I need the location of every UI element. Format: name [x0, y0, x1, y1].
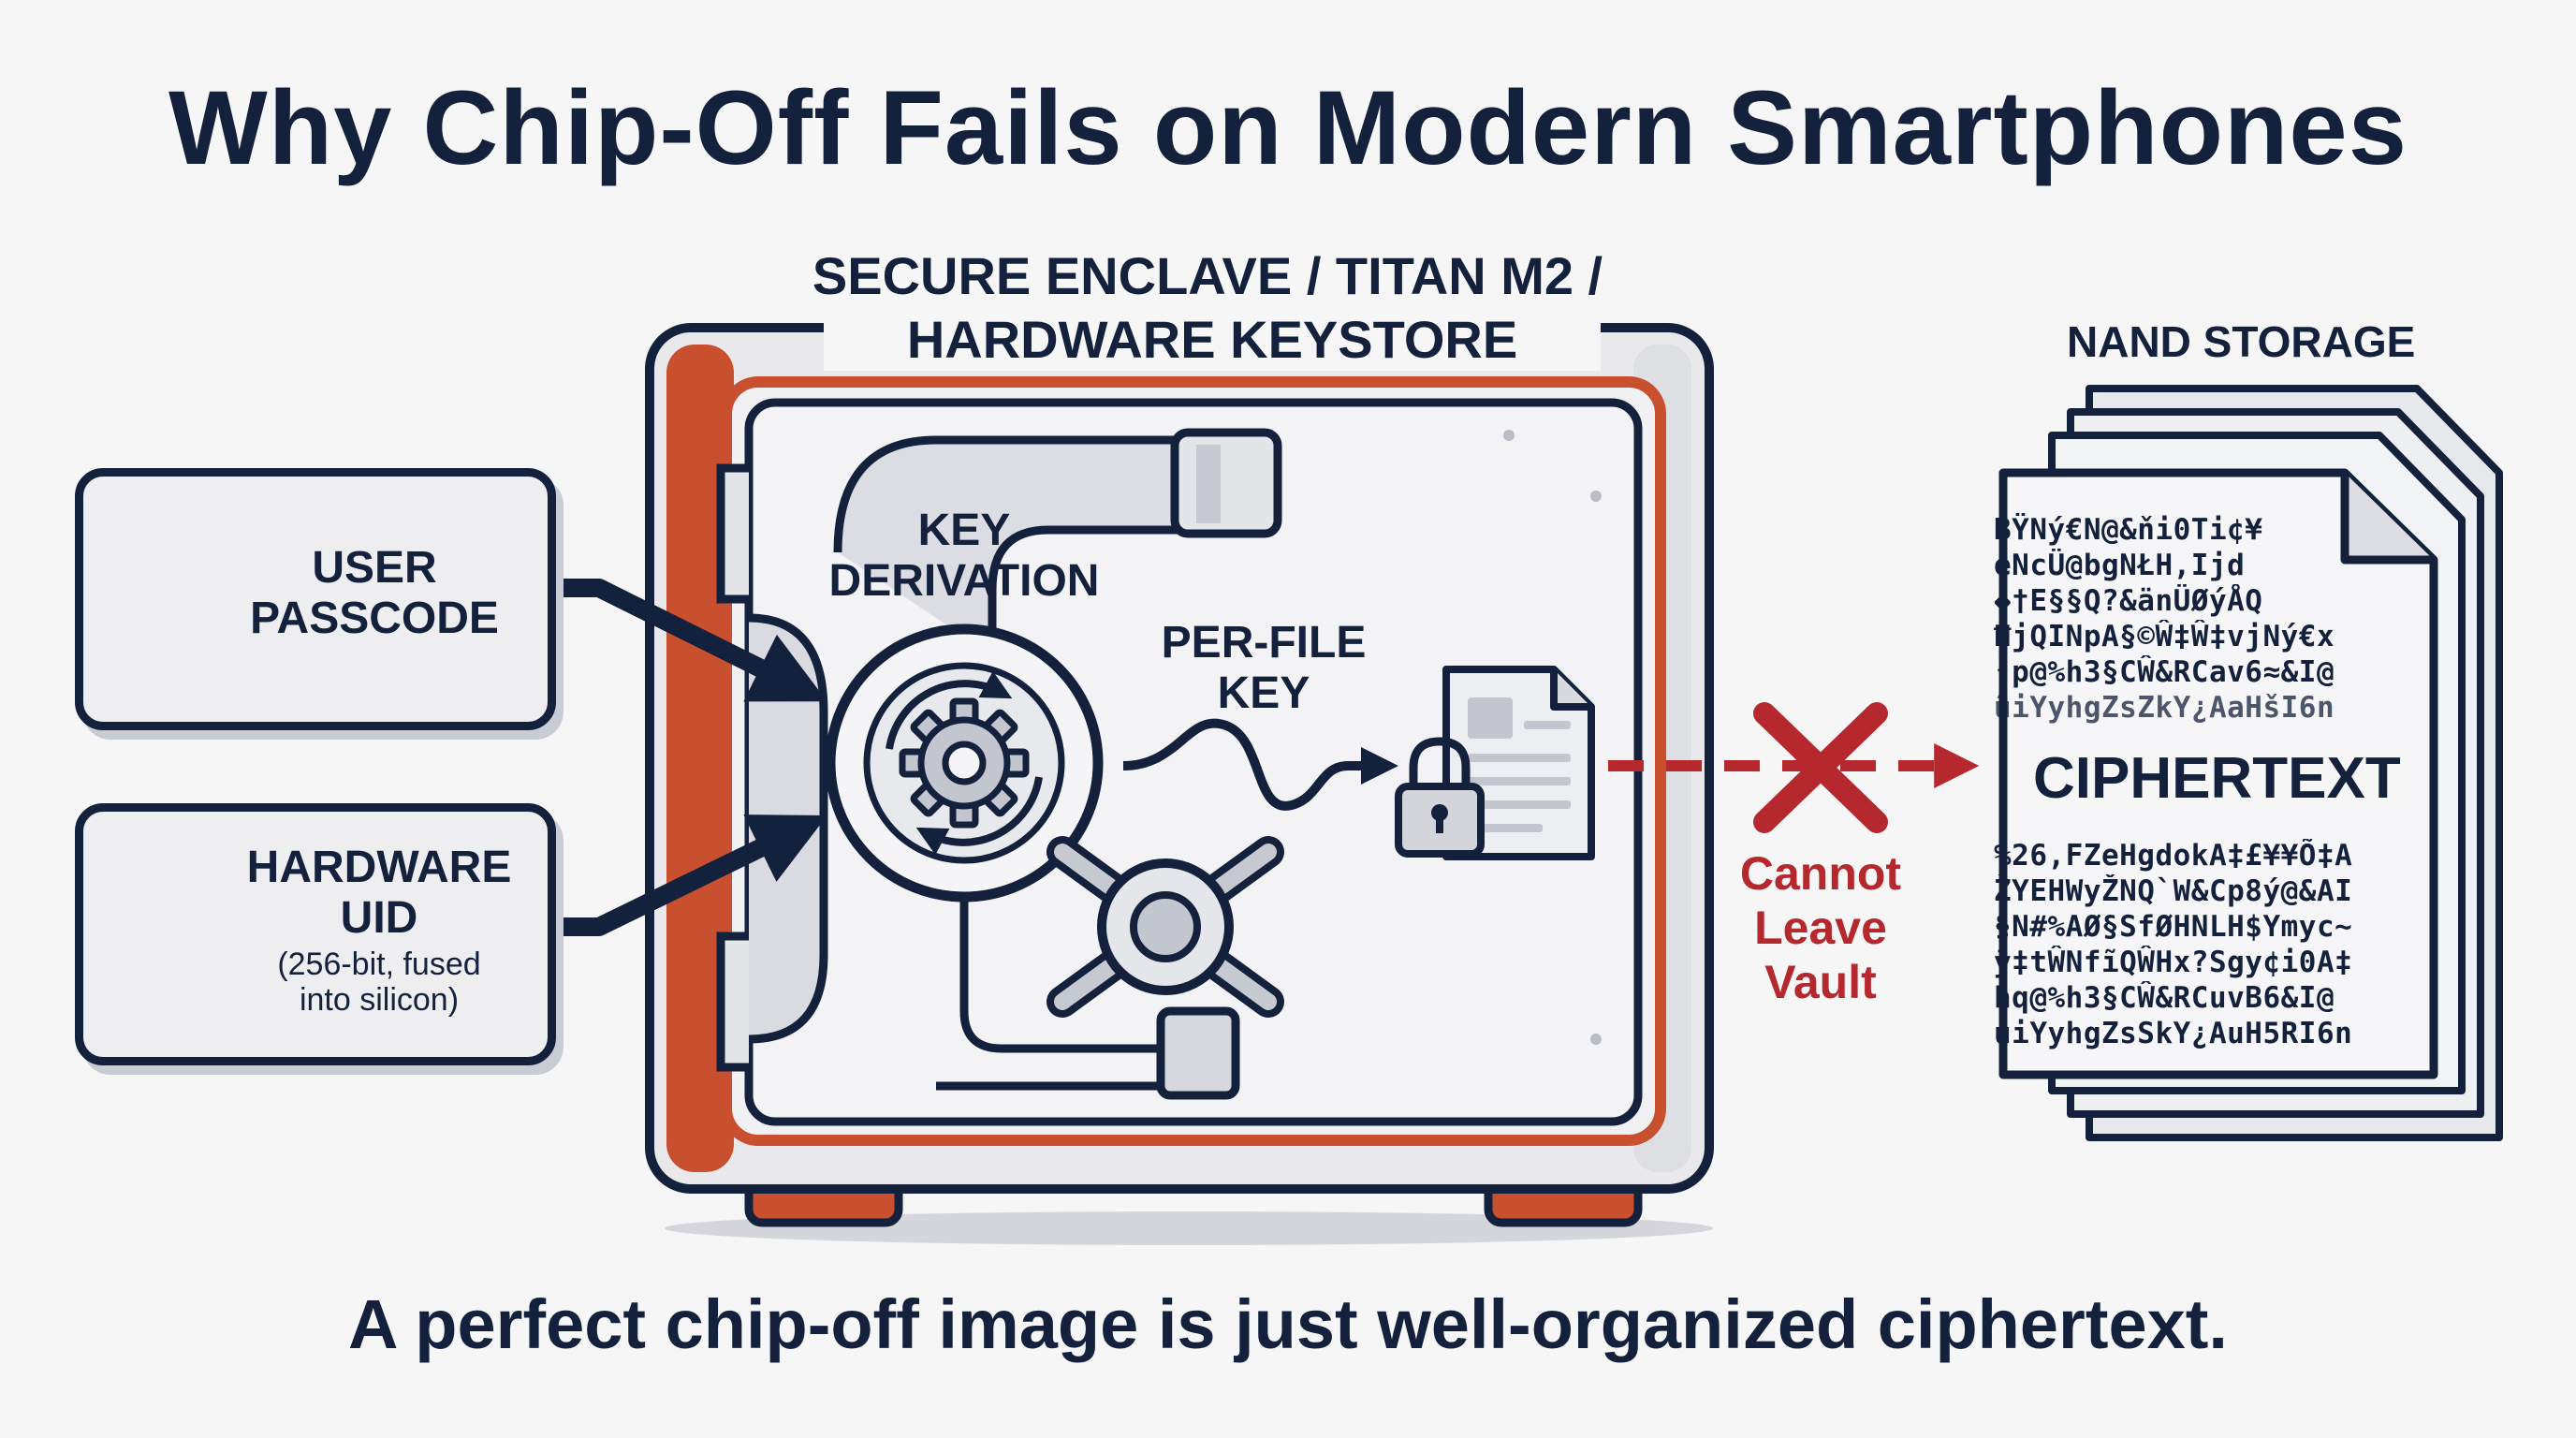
page-title: Why Chip-Off Fails on Modern Smartphones	[168, 69, 2408, 186]
cipher-line: ŽYEHWyŽNQ`W&Cp8ý@&AI	[1994, 874, 2353, 908]
vault-title-line2: HARDWARE KEYSTORE	[824, 309, 1601, 371]
cipher-line: BŸNý€N@&ňi0Ti¢¥	[1994, 513, 2263, 547]
document-lock-icon	[1395, 737, 1485, 858]
passcode-label-line2: PASSCODE	[250, 594, 499, 643]
blocked-x-icon	[1753, 702, 1888, 833]
hardware-uid-box	[75, 803, 556, 1065]
footer-caption: A perfect chip-off image is just well-or…	[348, 1285, 2228, 1363]
uid-label-line1: HARDWARE	[246, 843, 512, 892]
cipher-line: ȳ‡tŴNfĩQŴHx?Sgy¢i0A‡	[1994, 946, 2353, 979]
uid-note-line2: into silicon)	[299, 982, 460, 1018]
ciphertext-label: CIPHERTEXT	[2027, 745, 2407, 812]
cipher-line: ĦjQINpA§©Ŵ‡Ŵ‡vjNý€x	[1994, 620, 2335, 653]
uid-label-line2: UID	[340, 893, 418, 943]
cipher-line: hq@%h3§CŴ&RCuvB6&I@	[1994, 981, 2335, 1015]
nand-storage-title: NAND STORAGE	[2067, 317, 2416, 366]
key-derivation-label-line1: KEY	[917, 506, 1011, 555]
cipher-line: ũiYyhgZsZkY¿AaHšI6n	[1994, 691, 2335, 725]
key-derivation-label-line2: DERIVATION	[828, 556, 1100, 606]
uid-note-line1: (256-bit, fused	[277, 946, 481, 982]
nand-storage-stack	[1998, 385, 2503, 1141]
per-file-key-arrow	[1122, 718, 1398, 811]
per-file-key-label-line1: PER-FILE	[1161, 618, 1367, 668]
cannot-leave-line1: Cannot	[1739, 847, 1902, 900]
uid-arrow	[554, 814, 827, 936]
gear-icon	[899, 697, 1030, 829]
cipher-line: eNcÜ@bgNŁH,Ijd	[1994, 549, 2246, 582]
user-passcode-box	[75, 468, 556, 730]
cannot-leave-line2: Leave	[1754, 902, 1887, 954]
vault-shadow	[665, 1211, 1713, 1245]
passcode-arrow	[554, 579, 827, 702]
per-file-key-label-line2: KEY	[1217, 668, 1310, 718]
vault-door-handle	[833, 428, 1282, 1100]
vault-title-line1: SECURE ENCLAVE / TITAN M2 /	[739, 245, 1676, 307]
passcode-label-line1: USER	[312, 543, 437, 593]
cipher-line: %26,FZeHgdokA‡£¥¥Õ‡A	[1994, 839, 2353, 873]
vault-wheel-icon	[1046, 836, 1284, 1018]
cipher-line: ↑p@%h3§CŴ&RCav6≈&I@	[1994, 655, 2335, 689]
cipher-line: §N#%AØ§SfØHNLH$Ymyc~	[1994, 910, 2353, 944]
cipher-line: uiYyhgZsSkY¿AuH5RI6n	[1994, 1017, 2353, 1050]
cannot-leave-line3: Vault	[1764, 956, 1877, 1008]
cipher-line: ↔†E§§Q?&änÜØýÅQ	[1994, 584, 2263, 618]
